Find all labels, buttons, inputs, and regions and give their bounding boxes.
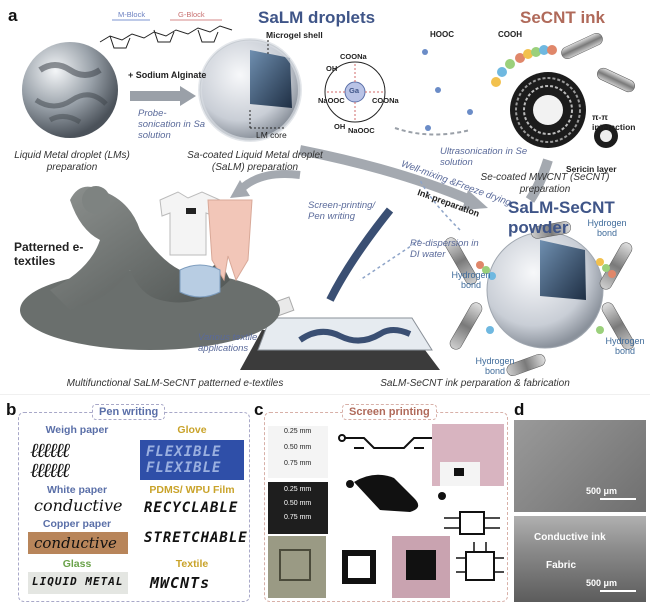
hbond-label-2: Hydrogen bond [451, 270, 491, 290]
glove-label: Glove [177, 424, 207, 436]
weigh-paper-sample-2: ℓℓℓℓℓℓ [30, 458, 70, 482]
sem-image-bottom [514, 516, 646, 602]
lm-droplet [22, 42, 118, 138]
stretchable-sample: STRETCHABLE [144, 530, 248, 546]
copper-paper-swatch [28, 532, 128, 554]
chelate-naooc: NaOOC [318, 96, 345, 105]
secnt-tube [510, 72, 586, 148]
scalebar-bottom [600, 590, 636, 592]
cooh-label: COOH [498, 30, 522, 39]
panel-a-letter: a [8, 6, 18, 25]
conductive-ink-label: Conductive ink [534, 532, 606, 543]
lw2-050: 0.50 mm [284, 500, 312, 507]
textile-sample: MWCNTs [150, 574, 211, 592]
scale-label-bottom: 500 μm [586, 578, 618, 588]
salm-caption: Sa-coated Liquid Metal droplet (SaLM) pr… [187, 150, 323, 173]
redispersion-label: Re-dispersion in DI water [410, 238, 479, 260]
screen-printing-scene [240, 207, 440, 370]
sericin-label: Sericin layer [566, 164, 617, 174]
hooc-label: HOOC [430, 30, 454, 39]
white-paper-sample: conductive [34, 496, 123, 515]
secnt-ink-title: SeCNT ink [520, 8, 606, 27]
chelate-coona-right: COONa [372, 96, 399, 105]
pi-pi-label: π-π interaction [592, 112, 636, 132]
panel-c-letter: c [254, 400, 264, 419]
glass-label: Glass [62, 558, 92, 570]
glove-sample-2: FLEXIBLE [146, 460, 222, 476]
pdms-label: PDMS/ WPU Film [149, 484, 235, 496]
scalebar-top [600, 498, 636, 500]
face-mask [179, 264, 221, 298]
weigh-paper-sample: ℓℓℓℓℓℓ [30, 438, 70, 462]
powder-title: SaLM-SeCNT powder [508, 198, 615, 237]
bottom-right-caption: SaLM-SeCNT ink perparation & fabrication [380, 378, 570, 389]
white-paper-label: White paper [46, 484, 108, 496]
hbond-label-3: Hydrogen bond [475, 356, 515, 376]
recyclable-sample: RECYCLABLE [144, 500, 239, 516]
glove-sample: FLEXIBLE [146, 444, 222, 460]
copper-paper-sample: conductive [34, 534, 117, 552]
linewidth-sample-2 [268, 482, 328, 534]
patterned-etextiles-label: Patterned e-textiles [14, 240, 84, 268]
textile-label: Textile [175, 558, 209, 570]
hbond-label-4: Hydrogen bond [605, 336, 645, 356]
panel-b-letter: b [6, 400, 17, 419]
probe-sonication-label: Probe-sonication in Sa solution [138, 108, 206, 141]
screen-pen-label: Screen-printing/ Pen writing [308, 200, 376, 222]
sericin-chain [491, 45, 557, 87]
chelate-structure [324, 61, 386, 123]
chelate-naooc-bottom: NaOOC [348, 126, 375, 135]
lw1-075: 0.75 mm [284, 460, 312, 467]
lm-core-label: LM core [256, 130, 287, 140]
salm-droplets-title: SaLM droplets [258, 8, 376, 27]
sodium-alginate-label: + Sodium Alginate [128, 70, 207, 80]
lw2-075: 0.75 mm [284, 514, 312, 521]
secnt-caption: Se-coated MWCNT (SeCNT) preparation [480, 172, 610, 195]
chelate-oh-top: OH [326, 64, 338, 73]
hbond-label-1: Hydrogen bond [587, 218, 627, 238]
water-molecules [422, 49, 473, 131]
copper-paper-label: Copper paper [42, 518, 112, 530]
alginate-structure [99, 25, 233, 49]
lw2-025: 0.25 mm [284, 486, 312, 493]
g-block-label: G-Block [178, 10, 205, 19]
various-applications-label: Various textile applications [198, 332, 258, 354]
linewidth-sample-1 [268, 426, 328, 478]
lw1-025: 0.25 mm [284, 428, 312, 435]
scale-label-top: 500 μm [586, 486, 618, 496]
panel-d-letter: d [514, 400, 525, 419]
sem-image-top [514, 420, 646, 512]
glass-sample: LIQUID METAL [32, 575, 124, 588]
lm-caption: Liquid Metal droplet (LMs) preparation [14, 150, 130, 173]
fabric-label: Fabric [546, 560, 577, 571]
screen-printing-title: Screen printing [342, 404, 437, 420]
m-block-label: M-Block [118, 10, 146, 19]
screen-print-samples [268, 424, 506, 598]
bottom-left-caption: Multifunctional SaLM-SeCNT patterned e-t… [66, 378, 284, 389]
powder-assembly [444, 221, 635, 377]
pen-writing-title: Pen writing [92, 404, 166, 420]
microgel-label: Microgel shell [266, 30, 323, 40]
lw1-050: 0.50 mm [284, 444, 312, 451]
lm-core-window [250, 50, 292, 108]
leggings [207, 199, 253, 282]
panel-a-graphics [0, 19, 650, 395]
ultrasonication-label: Ultrasonication in Se solution [440, 146, 528, 168]
chelate-coona-top: COONa [340, 52, 367, 61]
chelate-ga: Ga [349, 86, 360, 95]
chelate-oh-bottom: OH [334, 122, 346, 131]
weigh-paper-label: Weigh paper [45, 424, 109, 436]
glove-swatch [140, 440, 244, 480]
mwcnt-tubes [561, 32, 635, 93]
glass-swatch [28, 572, 128, 594]
